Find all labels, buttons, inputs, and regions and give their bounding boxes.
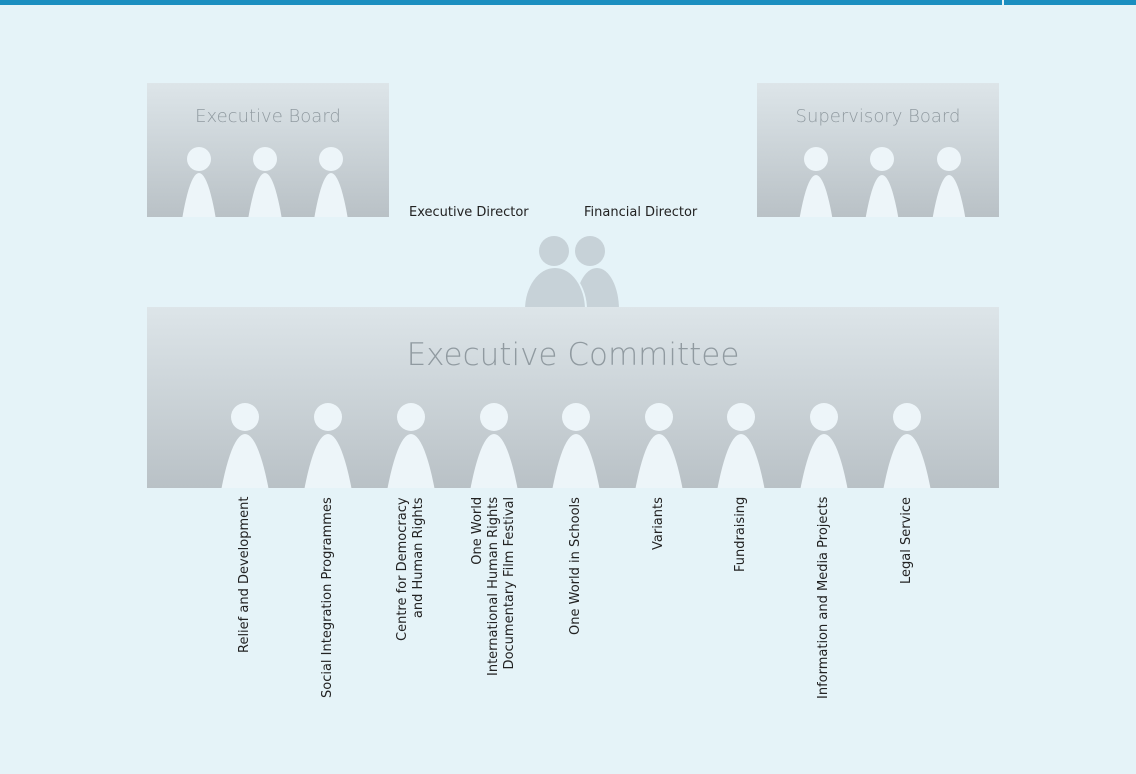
committee-person-body-8 xyxy=(784,434,864,488)
department-label: Fundraising xyxy=(733,497,749,572)
supervisory-board-title: Supervisory Board xyxy=(795,106,961,127)
department-label: Variants xyxy=(651,497,667,550)
supervisory-board-person-head-1 xyxy=(804,147,828,171)
executive-director-head xyxy=(539,236,569,266)
supervisory-board-person-head-2 xyxy=(870,147,894,171)
committee-person-head-3 xyxy=(397,403,425,431)
financial-director-head xyxy=(575,236,605,266)
executive-board-person-body-3 xyxy=(300,173,362,217)
department-label-line: Relief and Development xyxy=(237,496,252,653)
department-label: Social Integration Programmes xyxy=(320,497,336,698)
executive-board-panel: Executive Board xyxy=(147,83,389,217)
department-label-line: Documentary Film Festival xyxy=(502,496,517,670)
supervisory-board-panel: Supervisory Board xyxy=(757,83,999,217)
executive-committee-panel: Executive Committee xyxy=(147,307,999,488)
executive-board-person-head-3 xyxy=(319,147,343,171)
committee-person-head-5 xyxy=(562,403,590,431)
executive-board-person-body-1 xyxy=(168,173,230,217)
committee-person-body-9 xyxy=(867,434,947,488)
department-label-line: Information and Media Projects xyxy=(816,496,831,699)
committee-person-head-1 xyxy=(231,403,259,431)
supervisory-board-person-head-3 xyxy=(937,147,961,171)
financial-director-label: Financial Director xyxy=(584,205,698,220)
department-label: One World in Schools xyxy=(568,497,584,635)
committee-person-body-6 xyxy=(619,434,699,488)
department-label: Legal Service xyxy=(899,497,915,584)
department-label-line: Legal Service xyxy=(899,496,914,584)
top-accent-bar-notch xyxy=(1002,0,1004,5)
committee-person-body-5 xyxy=(536,434,616,488)
executive-director-label: Executive Director xyxy=(409,205,529,220)
department-label: Information and Media Projects xyxy=(816,497,832,699)
executive-director-body xyxy=(525,268,585,312)
top-accent-bar xyxy=(0,0,1136,5)
department-label-line: One World in Schools xyxy=(568,497,583,635)
supervisory-board-person-body-3 xyxy=(918,175,980,217)
department-label-line: Centre for Democracy xyxy=(395,497,410,641)
department-label-line: Social Integration Programmes xyxy=(320,497,335,698)
committee-person-head-2 xyxy=(314,403,342,431)
department-label-line: Fundraising xyxy=(733,496,748,572)
committee-person-body-2 xyxy=(288,434,368,488)
committee-person-body-3 xyxy=(371,434,451,488)
committee-person-head-4 xyxy=(480,403,508,431)
department-label-line: and Human Rights xyxy=(411,497,426,619)
department-label-line: International Human Rights xyxy=(486,496,501,676)
committee-person-body-7 xyxy=(701,434,781,488)
department-label: Relief and Development xyxy=(237,497,253,653)
executive-board-title: Executive Board xyxy=(195,106,341,127)
supervisory-board-person-body-1 xyxy=(785,175,847,217)
committee-person-head-8 xyxy=(810,403,838,431)
committee-person-head-7 xyxy=(727,403,755,431)
department-label-line: Variants xyxy=(651,497,666,550)
department-label-line: One World xyxy=(470,496,485,565)
committee-person-head-9 xyxy=(893,403,921,431)
executive-board-person-head-2 xyxy=(253,147,277,171)
committee-person-body-4 xyxy=(454,434,534,488)
committee-person-body-1 xyxy=(205,434,285,488)
executive-committee-title: Executive Committee xyxy=(406,337,740,373)
committee-person-head-6 xyxy=(645,403,673,431)
executive-board-person-body-2 xyxy=(234,173,296,217)
executive-board-person-head-1 xyxy=(187,147,211,171)
supervisory-board-person-body-2 xyxy=(851,175,913,217)
directors-figure xyxy=(515,230,635,312)
